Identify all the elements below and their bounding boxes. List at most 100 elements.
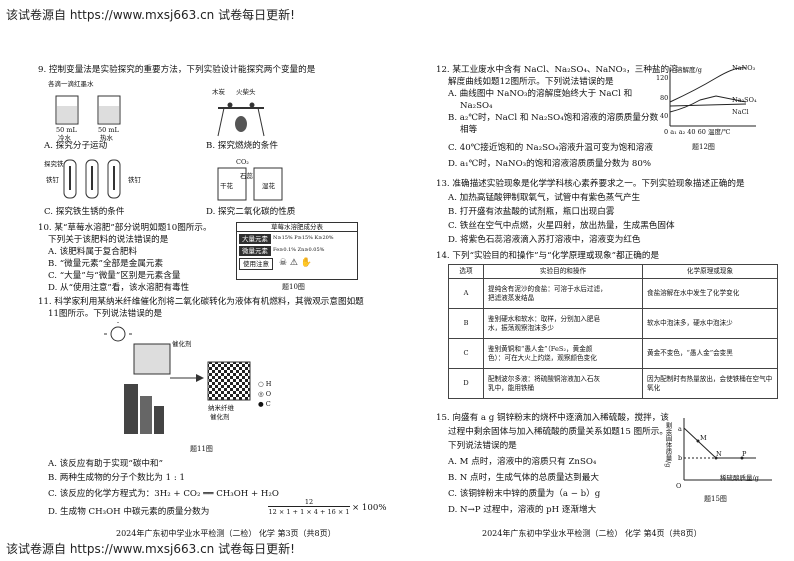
- q11-line1: 11. 科学家利用某纳米纤维催化剂将二氧化碳转化为液体有机燃料，其微观示意图如题: [38, 297, 364, 307]
- q15-line2: 过程中剩余固体与加入稀硫酸的质量关系如题15 图所示。: [448, 427, 668, 437]
- q12-y-label: 溶解度/g: [676, 66, 702, 74]
- q12-opt-b1: B. a₂℃时，NaCl 和 Na₂SO₄饱和溶液的溶质质量分数: [448, 113, 659, 123]
- col-pr: 化学原理或现象: [642, 264, 778, 279]
- q9-opt-d: D. 探究二氧化碳的性质: [206, 207, 296, 217]
- table-row: B 鉴别硬水和软水：取样，分别加入肥皂水，振荡观察泡沫多少 软水中泡沫多，硬水中…: [448, 308, 778, 339]
- q13-opt-d: D. 将紫色石蕊溶液滴入苏打溶液中，溶液变为红色: [448, 235, 641, 245]
- row-op-line1: 提纯含有泥沙的食盐：可溶于水后过滤，: [488, 284, 607, 293]
- q15-line3: 下列说法错误的是: [448, 441, 517, 451]
- q11-catalyst2: 催化剂: [210, 413, 230, 421]
- q15-y-label: 剩余固体质量/g: [664, 422, 672, 468]
- q12-series-na2so4: Na₂SO₄: [732, 96, 757, 104]
- q12-opt-a1: A. 曲线图中 NaNO₃的溶解度始终大于 NaCl 和: [448, 89, 633, 99]
- q15-line1: 15. 向盛有 a g 铜锌粉末的烧杯中逐滴加入稀硫酸，搅拌，该: [436, 413, 669, 423]
- q12-line1: 12. 某工业废水中含有 NaCl、Na₂SO₄、NaNO₃，三种盐的溶: [436, 65, 678, 75]
- q12-opt-c: C. 40℃接近饱和的 Na₂SO₄溶液升温可变为饱和溶液: [448, 143, 653, 153]
- q15-opt-d: D. N→P 过程中，溶液的 pH 逐渐增大: [448, 505, 597, 515]
- row-op: 提纯含有泥沙的食盐：可溶于水后过滤，把滤液蒸发结晶: [483, 278, 643, 309]
- label-macro: 大量元素: [239, 234, 271, 244]
- q15-tick-b: b: [678, 454, 683, 462]
- row-op-line1: 配制波尔多液：将硫酸铜溶液加入石灰: [488, 374, 601, 383]
- q9-fig-c-1: 探究铁: [44, 160, 64, 168]
- q15-pt-n: N: [716, 450, 722, 458]
- row-pr: 黄金不变色，“愚人金”会变黑: [642, 338, 778, 369]
- q9-fig-d-bottles: [217, 167, 283, 201]
- q12-y-tick3: 40: [660, 112, 669, 120]
- q9-fig-d-4: 湿花: [262, 182, 275, 190]
- q11-opt-a: A. 该反应有助于实现“碳中和”: [48, 459, 163, 469]
- q14-table: 选项 实验目的和操作 化学原理或现象 A 提纯含有泥沙的食盐：可溶于水后过滤，把…: [448, 264, 778, 399]
- right-page-footer: 2024年广东初中学业水平检测（二检） 化学 第4页（共8页）: [482, 529, 702, 538]
- label-row-micro: 微量元素 Fe≥0.1% Zn≥0.05%: [239, 246, 355, 256]
- q12-y-tick1: 120: [656, 74, 669, 82]
- q12-fig-cap: 题12图: [692, 143, 715, 151]
- q11-cap-cat: 催化剂: [172, 340, 192, 348]
- q13-opt-c: C. 铁丝在空气中点燃，火星四射，放出热量，生成黑色固体: [448, 221, 675, 231]
- q11-opt-d-post: × 100%: [352, 503, 387, 513]
- q10-line1: 10. 某“草莓水溶肥”部分说明如题10图所示。: [38, 223, 212, 233]
- label-macro-v: N≥15% P≥15% K≥20%: [273, 235, 334, 241]
- q13-opt-b: B. 打开盛有浓盐酸的试剂瓶，瓶口出现白雾: [448, 207, 615, 217]
- source-header: 该试卷源自 https://www.mxsj663.cn 试卷每日更新!: [6, 8, 295, 22]
- label-row-use: 使用注意 ☠ ⚠ ✋: [239, 258, 355, 270]
- q10-fig-cap: 题10图: [282, 283, 305, 291]
- source-footer: 该试卷源自 https://www.mxsj663.cn 试卷每日更新!: [6, 542, 295, 556]
- q11-line2: 11图所示。下列说法错误的是: [48, 309, 163, 319]
- row-op-line2: 色）：可在大火上灼烧，观察颜色变化: [488, 353, 597, 362]
- row-op-line1: 鉴别黄铜和“愚人金”（FeS₂，黄金颜: [488, 344, 593, 353]
- q15-pt-p: P: [742, 450, 747, 458]
- q12-line2: 解度曲线如题12图所示。下列说法错误的是: [448, 77, 614, 87]
- q9-fig-b-apparatus: [217, 102, 265, 137]
- row-op-line2: 乳中，能用铁桶: [488, 383, 535, 392]
- q13-stem: 13. 准确描述实验现象是化学学科核心素养要求之一。下列实验现象描述正确的是: [436, 179, 745, 189]
- q10-opt-d: D. 从“使用注意”看，该水溶肥有毒性: [48, 283, 190, 293]
- q15-opt-c: C. 该铜锌粉末中锌的质量为（a − b）g: [448, 489, 601, 499]
- table-header-row: 选项 实验目的和操作 化学原理或现象: [448, 264, 778, 279]
- q13-opt-a: A. 加热高锰酸钾制取氧气，试管中有紫色蒸气产生: [448, 193, 641, 203]
- label-use: 使用注意: [239, 258, 273, 270]
- row-op: 配制波尔多液：将硫酸铜溶液加入石灰乳中，能用铁桶: [483, 368, 643, 399]
- q15-graph: [683, 418, 772, 481]
- q15-opt-b: B. N 点时，生成气体的总质量达到最大: [448, 473, 599, 483]
- q12-series-nacl: NaCl: [732, 108, 749, 116]
- q12-series-nano3: NaNO₃: [732, 64, 756, 72]
- q11-opt-d-pre: D. 生成物 CH₃OH 中碳元素的质量分数为: [48, 507, 210, 517]
- q10-opt-a: A. 该肥料属于复合肥料: [48, 247, 138, 257]
- q9-fig-a-title: 各滴一滴红墨水: [48, 80, 94, 88]
- q12-opt-b2: 相等: [460, 125, 478, 135]
- row-opt: C: [448, 338, 484, 369]
- q10-line2: 下列关于该肥料的说法错误的是: [48, 235, 169, 245]
- row-opt: A: [448, 278, 484, 309]
- q9-fig-a-r1: 50 mL: [98, 126, 119, 134]
- q11-opt-b: B. 两种生成物的分子个数比为 1 : 1: [48, 473, 185, 483]
- row-op: 鉴别硬水和软水：取样，分别加入肥皂水，振荡观察泡沫多少: [483, 308, 643, 339]
- q11-fig-cap: 题11图: [190, 445, 213, 453]
- row-op-line2: 把滤液蒸发结晶: [488, 293, 535, 302]
- left-page-footer: 2024年广东初中学业水平检测（二检） 化学 第3页（共8页）: [116, 529, 336, 538]
- q14-stem: 14. 下列“实验目的和操作”与“化学原理或现象”都正确的是: [436, 251, 660, 261]
- hazard-icon: ☠ ⚠ ✋: [279, 258, 313, 268]
- q9-opt-b: B. 探究燃烧的条件: [206, 141, 278, 151]
- q10-opt-c: C. “大量”与“微量”区别是元素含量: [48, 271, 181, 281]
- q9-fig-d-1: CO₂: [236, 158, 249, 166]
- label-micro: 微量元素: [239, 246, 271, 256]
- q12-opt-a2: Na₂SO₄: [460, 101, 493, 111]
- q9-fig-c-3: 铁钉: [128, 176, 141, 184]
- row-pr: 软水中泡沫多，硬水中泡沫少: [642, 308, 778, 339]
- table-row: D 配制波尔多液：将硫酸铜溶液加入石灰乳中，能用铁桶 因为配制时有热量放出，会使…: [448, 368, 778, 399]
- q9-fig-c-tubes: [63, 159, 121, 199]
- q9-stem: 9. 控制变量法是实验探究的重要方法，下列实验设计能探究两个变量的是: [38, 65, 316, 75]
- q12-y-tick2: 80: [660, 94, 669, 102]
- table-row: A 提纯含有泥沙的食盐：可溶于水后过滤，把滤液蒸发结晶 食盐溶解在水中发生了化学…: [448, 278, 778, 309]
- q12-opt-d: D. a₁℃时，NaNO₃的饱和溶液溶质质量分数为 80%: [448, 159, 652, 169]
- q11-leg-o: ◎ O: [258, 390, 272, 398]
- q15-opt-a: A. M 点时，溶液中的溶质只有 ZnSO₄: [448, 457, 597, 467]
- q9-fig-a-l1: 50 mL: [56, 126, 77, 134]
- q10-fertilizer-label: 草莓水溶肥成分表 大量元素 N≥15% P≥15% K≥20% 微量元素 Fe≥…: [236, 222, 358, 280]
- q11-leg-c: ● C: [258, 400, 271, 408]
- q9-fig-d-2: 干花: [220, 182, 233, 190]
- q15-fig-cap: 题15图: [704, 495, 727, 503]
- col-opt: 选项: [448, 264, 484, 279]
- row-opt: B: [448, 308, 484, 339]
- row-op-line1: 鉴别硬水和软水：取样，分别加入肥皂: [488, 314, 601, 323]
